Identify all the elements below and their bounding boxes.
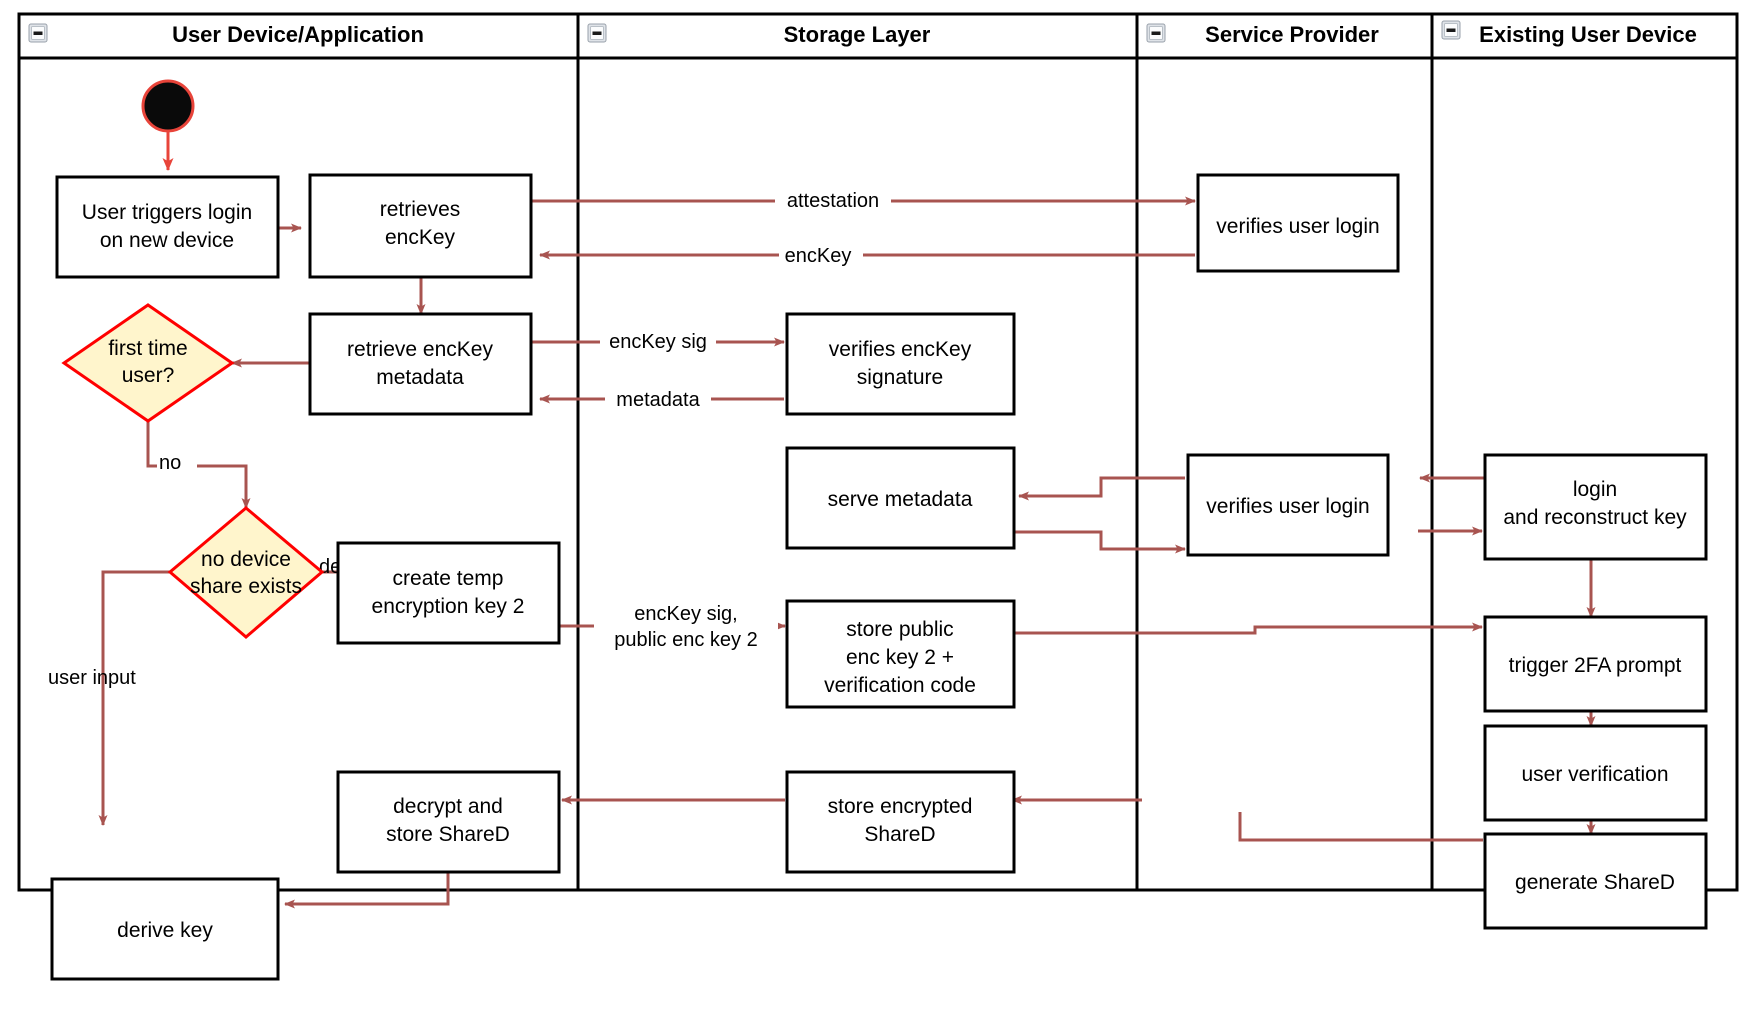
edges-group: attestation encKey encKey sig metadata n…	[48, 125, 1596, 909]
lane-title-user-device: User Device/Application	[172, 22, 424, 47]
node-label-line: create temp	[393, 567, 504, 590]
edge-encrypted-shared	[1011, 795, 1483, 842]
node-verifies-enckey-signature[interactable]: verifies encKey signature	[785, 312, 1016, 416]
collapse-icon-lane-4[interactable]	[1441, 20, 1461, 40]
decision-label-line: user?	[122, 364, 175, 387]
node-verifies-user-login-mid[interactable]: verifies user login	[1186, 453, 1390, 557]
node-create-temp-key[interactable]: create temp encryption key 2	[336, 541, 561, 645]
node-label-line: retrieve encKey	[347, 338, 493, 361]
edge-label-enckey: encKey	[785, 245, 852, 267]
decision-label-line: no device	[201, 548, 291, 571]
decision-label-line: first time	[108, 337, 187, 360]
lane-title-storage-layer: Storage Layer	[784, 22, 931, 47]
node-label-line: decrypt and	[393, 795, 503, 818]
node-store-encrypted-shared[interactable]: store encrypted ShareD	[785, 770, 1016, 874]
node-label-line: generate ShareD	[1515, 871, 1675, 894]
node-generate-shared[interactable]: generate ShareD	[1483, 832, 1708, 930]
node-trigger-2fa-prompt[interactable]: trigger 2FA prompt	[1483, 615, 1708, 713]
edge-label-user-input: user input	[48, 667, 136, 689]
node-verifies-user-login-top[interactable]: verifies user login	[1196, 173, 1400, 273]
node-store-public-enc-key-2[interactable]: store public enc key 2 + verification co…	[785, 599, 1016, 709]
decision-label-line: share exists	[190, 575, 302, 598]
node-label-line: trigger 2FA prompt	[1509, 654, 1682, 677]
edge-user-input	[98, 570, 170, 826]
node-label-line: metadata	[376, 366, 464, 389]
edge-label-bg-metadata	[605, 387, 711, 411]
node-label-line: ShareD	[864, 823, 935, 846]
edge-label-enckey-sig: encKey sig	[609, 331, 707, 353]
node-label-line: on new device	[100, 229, 234, 252]
node-label-line: enc key 2 +	[846, 646, 954, 669]
decision-first-time-user[interactable]: first time user?	[61, 303, 235, 423]
node-label-line: verification code	[824, 674, 976, 697]
edge-label-bg-enckey-sig	[600, 330, 716, 354]
node-label-line: user verification	[1521, 763, 1668, 786]
node-label-line: User triggers login	[82, 201, 252, 224]
edge-label-attestation: attestation	[787, 190, 879, 212]
node-serve-metadata[interactable]: serve metadata	[785, 446, 1016, 550]
lane-title-service-provider: Service Provider	[1205, 22, 1379, 47]
node-label-line: serve metadata	[828, 488, 973, 511]
node-retrieves-enckey[interactable]: retrieves encKey	[308, 173, 533, 279]
edge-store-to-2fa	[1010, 622, 1483, 635]
node-label-line: retrieves	[380, 198, 461, 221]
node-user-verification[interactable]: user verification	[1483, 724, 1708, 822]
collapse-icon-lane-3[interactable]	[1146, 23, 1166, 43]
node-label-line: verifies user login	[1206, 495, 1369, 518]
node-label-line: store public	[846, 618, 953, 641]
node-retrieve-enckey-metadata[interactable]: retrieve encKey metadata	[308, 312, 533, 416]
node-user-triggers-login[interactable]: User triggers login on new device	[55, 175, 280, 279]
node-label-line: derive key	[117, 919, 213, 942]
edge-label-bg-no	[157, 450, 197, 474]
node-login-reconstruct-key[interactable]: login and reconstruct key	[1483, 453, 1708, 561]
start-node	[141, 79, 195, 133]
node-decrypt-store-shared[interactable]: decrypt and store ShareD	[336, 770, 561, 874]
edge-label-enckey-sig-public-line2: public enc key 2	[614, 629, 757, 651]
node-label-line: login	[1573, 478, 1617, 501]
decision-no-device-share[interactable]: no device share exists	[167, 506, 325, 639]
lane-frame-group	[17, 12, 1739, 892]
edge-label-no: no	[159, 452, 181, 474]
edge-label-bg-encrypted-shared	[1142, 788, 1317, 812]
node-label-line: signature	[857, 366, 943, 389]
node-label-line: verifies encKey	[829, 338, 972, 361]
node-label-line: and reconstruct key	[1503, 506, 1687, 529]
node-label-line: encKey	[385, 226, 456, 249]
edge-label-bg-enckey	[779, 243, 863, 267]
edge-label-bg-enckey-sig-public	[594, 596, 778, 652]
collapse-icon-lane-2[interactable]	[587, 23, 607, 43]
node-label-line: store encrypted	[828, 795, 973, 818]
edge-label-metadata: metadata	[616, 389, 700, 411]
node-label-line: verifies user login	[1216, 215, 1379, 238]
edge-sp-to-serve-metadata	[1018, 476, 1185, 501]
collapse-icon-lane-1[interactable]	[28, 23, 48, 43]
node-label-line: encryption key 2	[372, 595, 525, 618]
edge-label-enckey-sig-public-line1: encKey sig,	[634, 603, 737, 625]
swimlane-outer-frame	[17, 12, 1739, 892]
node-label-line: store ShareD	[386, 823, 510, 846]
lane-title-existing-user-device: Existing User Device	[1479, 22, 1697, 47]
node-derive-key[interactable]: derive key	[50, 877, 280, 981]
edge-label-bg-attestation	[775, 189, 891, 213]
edge-serve-metadata-to-sp	[1010, 530, 1186, 554]
